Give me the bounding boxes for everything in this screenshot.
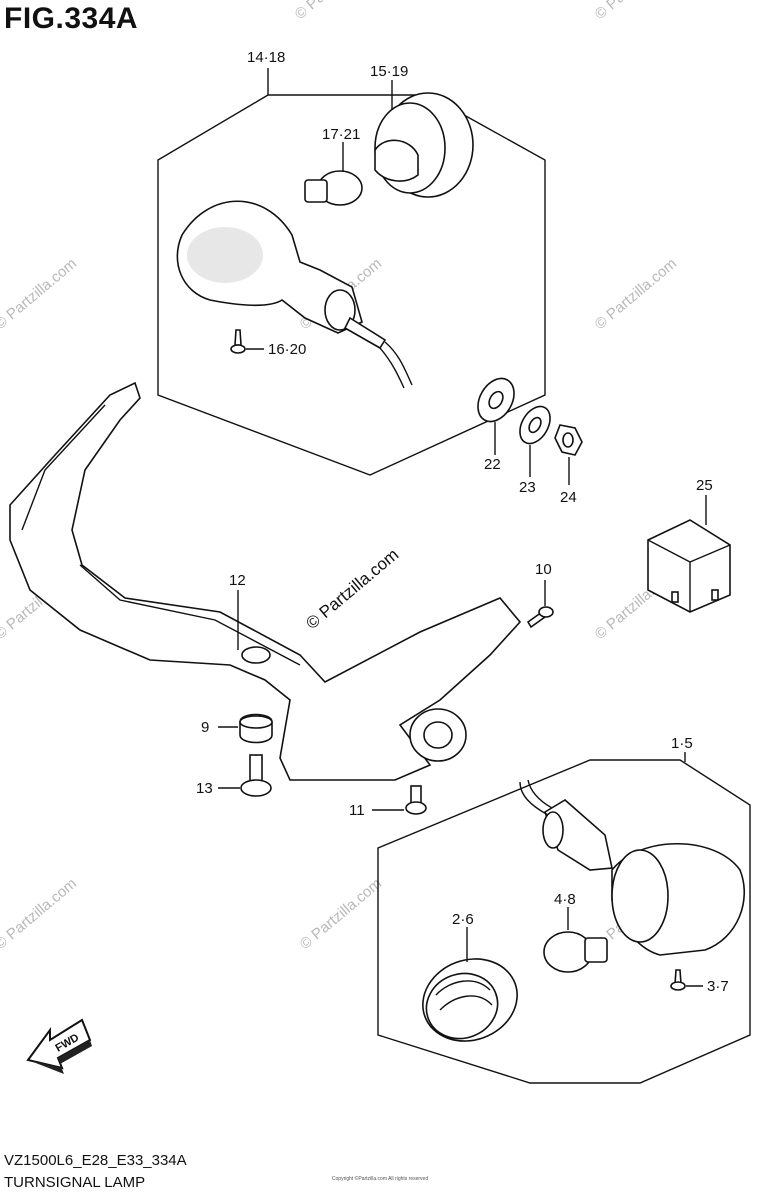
relay-body — [647, 519, 731, 613]
watermark: © Partzilla.com — [592, 255, 680, 333]
bolt-13-head — [240, 779, 272, 797]
callout-16-20: 16·20 — [268, 341, 306, 358]
lens-ribbing — [435, 980, 491, 996]
callout-4-8: 4·8 — [554, 891, 576, 908]
callout-2-6: 2·6 — [452, 911, 474, 928]
watermark: © Partzilla.com — [292, 0, 380, 23]
grommet-hole — [488, 390, 504, 410]
lens-ribbing — [439, 995, 493, 1011]
wire-lead — [379, 347, 405, 389]
wire-lead — [384, 341, 413, 386]
front-turnsignal-assembly — [377, 752, 751, 1084]
turnsignal-relay — [647, 495, 731, 613]
callout-3-7: 3·7 — [707, 978, 729, 995]
bolt-13-shank — [249, 754, 263, 782]
screw-head — [230, 344, 246, 354]
bulb-base — [304, 179, 328, 203]
bracket-body — [9, 381, 522, 781]
screw-16-20 — [234, 329, 242, 346]
callout-22: 22 — [484, 456, 501, 473]
nut-hole — [562, 432, 574, 448]
callout-10: 10 — [535, 561, 552, 578]
screw-head — [670, 981, 686, 991]
watermark-center: © Partzilla.com — [302, 545, 402, 633]
watermark: © Partzilla.com — [0, 875, 80, 953]
callout-1-5: 1·5 — [671, 735, 693, 752]
bulb-base-front — [584, 937, 608, 963]
grommet-and-bolt — [218, 713, 273, 797]
watermark: © Partzilla.com — [592, 0, 680, 23]
callout-23: 23 — [519, 479, 536, 496]
watermark: © Partzilla.com — [0, 255, 80, 333]
figure-title: FIG.334A — [4, 2, 139, 35]
callout-9: 9 — [201, 719, 209, 736]
wire-lead-front — [527, 779, 553, 809]
housing-opening — [611, 849, 669, 943]
assembly-frame-lower — [377, 759, 751, 1084]
bracket-hole — [241, 646, 271, 664]
callout-17-21: 17·21 — [322, 126, 360, 143]
diagram-code: VZ1500L6_E28_E33_334A — [4, 1152, 187, 1169]
callout-15-19: 15·19 — [370, 63, 408, 80]
diagram-name: TURNSIGNAL LAMP — [4, 1174, 146, 1191]
bracket-crease — [79, 564, 301, 666]
copyright-fine-print: Copyright ©Partzilla.com All rights rese… — [331, 1176, 429, 1182]
stem-end — [542, 811, 564, 849]
lamp-mount-hole — [423, 721, 453, 749]
fwd-arrow-shadow — [28, 1040, 92, 1074]
relay-pin — [711, 589, 719, 601]
grommet-top — [239, 715, 273, 729]
assembly-frame-upper — [157, 94, 546, 476]
callout-14-18: 14·18 — [247, 49, 285, 66]
stud-bolt — [343, 316, 387, 350]
callout-11: 11 — [349, 802, 365, 819]
housing-stem — [324, 289, 356, 331]
housing-shading — [187, 227, 263, 283]
housing-stem-front — [544, 799, 613, 871]
forward-direction-indicator: FWD — [26, 1018, 92, 1074]
screw-head — [538, 606, 554, 618]
bracket-crease — [21, 404, 106, 531]
bolt-11-head — [405, 801, 427, 815]
watermark: © Partzilla.com — [297, 875, 385, 953]
relay-pin — [671, 591, 679, 603]
washer-hole — [528, 416, 542, 434]
callout-25: 25 — [696, 477, 713, 494]
callout-labels: 14·18 15·19 17·21 16·20 22 23 24 25 12 1… — [196, 49, 729, 995]
turnsignal-bracket-12 — [9, 381, 522, 781]
rear-turnsignal-assembly — [157, 68, 546, 476]
wire-lead-front — [519, 781, 549, 816]
bolt-11 — [372, 785, 427, 815]
lens-front-inner — [425, 972, 499, 1040]
mounting-hardware — [477, 377, 583, 485]
lens-socket — [374, 139, 419, 182]
screw-10 — [526, 580, 554, 629]
callout-12: 12 — [229, 572, 246, 589]
callout-13: 13 — [196, 780, 213, 797]
callout-24: 24 — [560, 489, 577, 506]
